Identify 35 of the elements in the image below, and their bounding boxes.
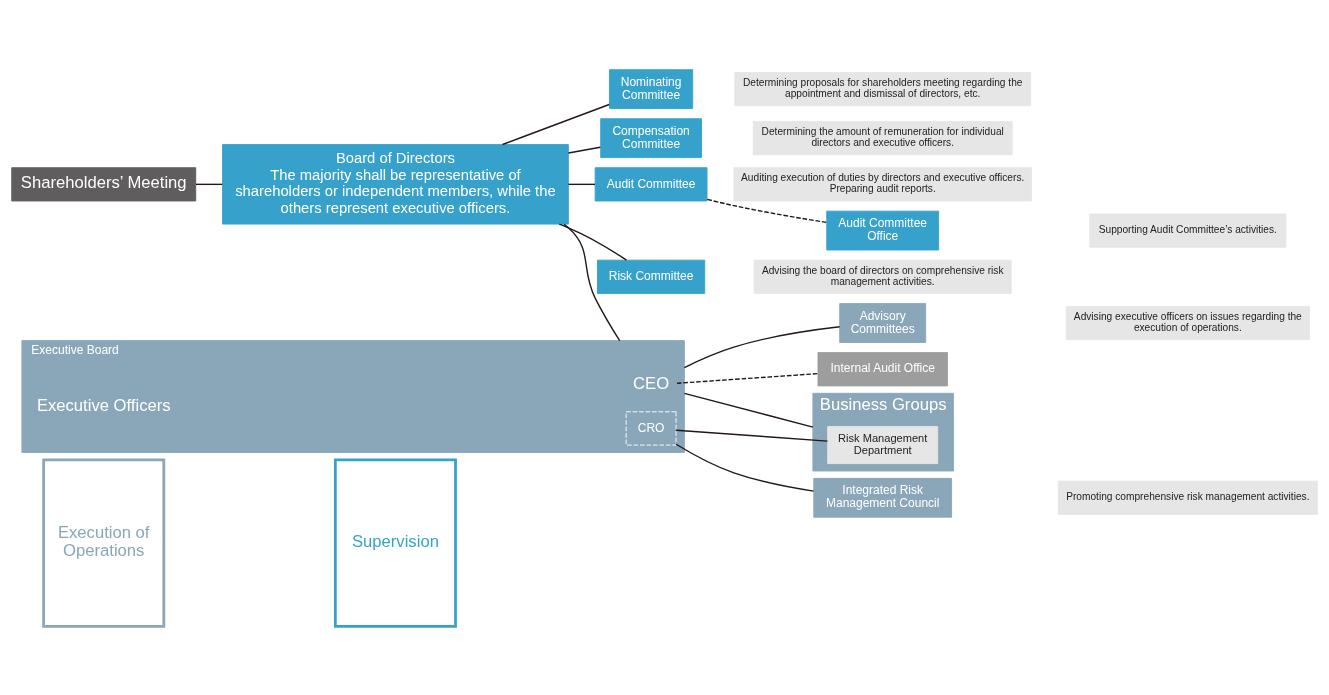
node-box: Internal Audit Office (817, 351, 948, 386)
node-box: Risk Management Department (827, 425, 939, 464)
node-box: Advising executive officers on issues regarding the execution of operations. (1065, 305, 1310, 340)
connector (558, 222, 628, 261)
connector (563, 223, 621, 341)
node-box: Advisory Committees (839, 302, 927, 343)
connector (567, 146, 602, 154)
node-box: Audit Committee (594, 166, 708, 201)
connector (567, 183, 596, 185)
node-box: CRO (625, 410, 677, 446)
connector (195, 183, 224, 185)
node-box: Execution of Operations (42, 458, 166, 628)
connector (676, 372, 819, 384)
node-box: Shareholders’ Meeting (11, 166, 197, 201)
connector (683, 325, 841, 368)
node-box: Determining the amount of remuneration for individual directors and executive officers. (752, 120, 1013, 155)
node-box: Risk Committee (597, 259, 706, 294)
connector (675, 429, 829, 442)
node-text: Executive Officers (36, 395, 171, 415)
connector (675, 443, 815, 492)
node-box: Supervision (333, 458, 457, 628)
node-box: Compensation Committee (600, 117, 702, 158)
connector (501, 103, 610, 145)
node-box: Audit Committee Office (826, 210, 940, 250)
node-box: Promoting comprehensive risk management activities. (1057, 480, 1318, 515)
connector (683, 392, 814, 428)
node-box: Integrated Risk Management Council (813, 477, 953, 518)
node-box: Advising the board of directors on comprehensive risk management activities. (753, 259, 1012, 294)
node-box: Determining proposals for shareholders meeting regarding the appointment and dismissal of directors, etc. (734, 71, 1032, 106)
node-box: Nominating Committee (609, 68, 694, 109)
node-text: CEO (633, 373, 670, 393)
node-box: Supporting Audit Committee’s activities. (1089, 212, 1287, 248)
connector (706, 198, 828, 223)
node-box: Auditing execution of duties by directors and executive officers. Preparing audit reports. (733, 166, 1032, 201)
node-box: Board of Directors The majority shall be representative of shareholders or independent members, while the others represent executive officers. (222, 143, 569, 225)
